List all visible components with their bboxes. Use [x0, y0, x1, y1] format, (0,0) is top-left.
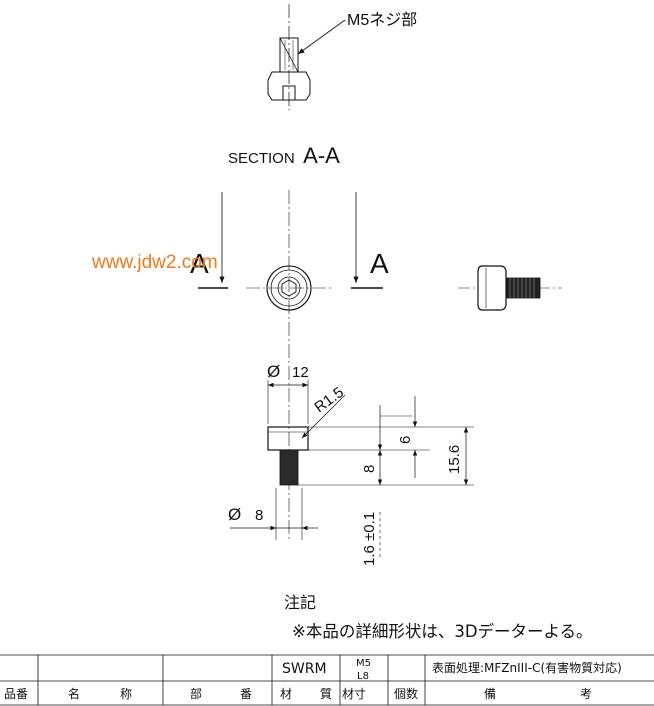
section-name: A-A [303, 143, 340, 168]
size-top: M5 [356, 658, 371, 669]
title-block [0, 654, 654, 706]
material-value: SWRM [282, 661, 327, 677]
header-material-1: 材 [280, 687, 292, 701]
header-part-1: 部 [190, 686, 202, 701]
surface-treatment: 表面処理:MFZnIII-C(有害物質対応) [432, 660, 622, 675]
header-part-no: 品番 [4, 687, 28, 701]
header-remarks-1: 備 [484, 686, 496, 701]
header-material-2: 質 [320, 686, 332, 701]
front-view [198, 190, 383, 540]
header-remarks-2: 考 [580, 687, 592, 701]
section-marker-left: A [190, 248, 209, 279]
head-height-label: 6 [397, 436, 414, 444]
header-part-2: 番 [240, 687, 252, 701]
header-quantity: 個数 [394, 686, 418, 701]
dimensioned-view [230, 380, 474, 560]
thread-diameter-symbol: Ø [228, 505, 241, 524]
thread-detail-view [267, 4, 346, 110]
thread-diameter-value: 8 [255, 507, 263, 524]
head-diameter-value: 12 [292, 364, 309, 381]
thread-callout-label: M5ネジ部 [347, 11, 417, 29]
notes-line: ※本品の詳細形状は、3Dデーターよる。 [292, 621, 593, 641]
notes-title: 注記 [284, 593, 316, 612]
side-view [458, 265, 562, 311]
size-bottom: L8 [357, 671, 369, 682]
section-marker-right: A [370, 248, 389, 279]
tolerance-label: 1.6 ±0.1 [361, 512, 378, 566]
watermark: www.jdw2.com [91, 252, 218, 273]
overall-height-label: 15.6 [446, 445, 463, 474]
head-diameter-symbol: Ø [267, 362, 280, 381]
header-stock-size: 材寸 [342, 687, 366, 701]
thread-length-label: 8 [361, 465, 378, 473]
head-radius-label: R1.5 [311, 384, 347, 416]
header-name-2: 称 [120, 687, 132, 701]
header-name-1: 名 [68, 686, 80, 701]
section-title: SECTION A-A [228, 143, 340, 168]
section-prefix: SECTION [228, 150, 295, 167]
